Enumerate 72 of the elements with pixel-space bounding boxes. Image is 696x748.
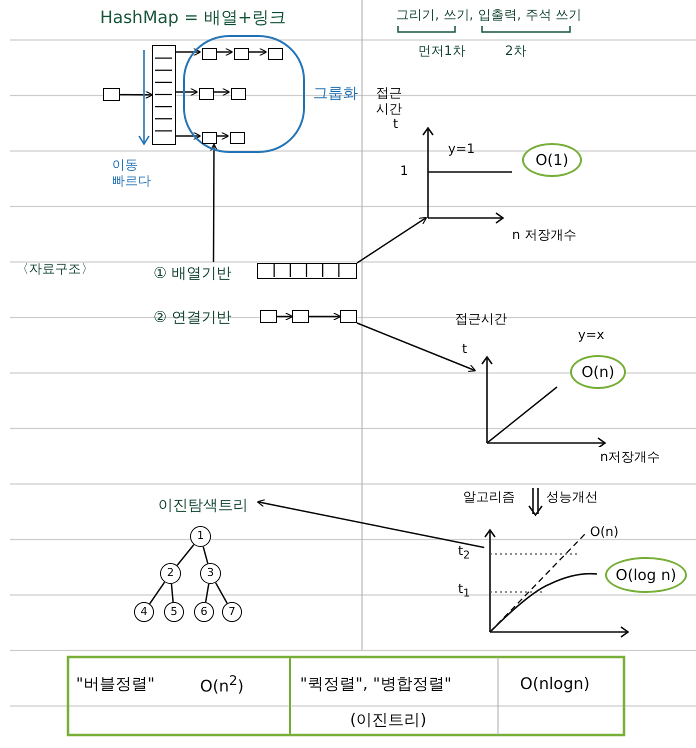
speed-note: 이동 빠르다 — [112, 158, 152, 190]
connector-line — [149, 582, 166, 604]
brace-label: 2차 — [505, 44, 526, 60]
square-box — [268, 48, 283, 60]
arrow — [215, 132, 230, 140]
tree-heading: 이진탐색트리 — [148, 494, 258, 516]
section-heading: 성능개선 — [546, 490, 598, 506]
tree-node: 4 — [134, 602, 154, 622]
square-box — [234, 48, 249, 60]
title: HashMap = 배열+링크 — [100, 8, 286, 28]
complexity-ellipse: O(1) — [522, 143, 582, 177]
arrow — [277, 312, 294, 321]
arrow — [215, 48, 234, 56]
curve-label: O(n) — [590, 525, 619, 541]
connector-line — [202, 546, 208, 564]
tree-node: 1 — [190, 526, 211, 547]
tree-node: 5 — [164, 602, 184, 622]
arrow — [176, 132, 202, 140]
arrow — [176, 88, 198, 96]
arrow — [356, 216, 428, 264]
arrow — [309, 312, 342, 321]
group-label: 그룹화 — [313, 84, 358, 102]
complexity-label: O(n$^{2}$) — [200, 674, 244, 696]
square-box — [260, 310, 277, 323]
arrow — [247, 48, 268, 56]
sort-algorithm-label: "퀵정렬", "병합정렬" — [300, 674, 452, 694]
arrow — [256, 499, 484, 548]
data-structure-item: ① 배열기반 — [140, 262, 245, 284]
array-drawing — [257, 263, 357, 279]
square-box — [292, 310, 309, 323]
tree-node: 6 — [194, 602, 214, 622]
square-box — [340, 310, 357, 323]
data-structure-item: ② 연결기반 — [140, 306, 245, 328]
tree-node: 7 — [222, 602, 242, 622]
complexity-label: O(nlogn) — [520, 674, 590, 694]
tick-label: t$_{2}$ — [458, 544, 470, 562]
complexity-ellipse: O(n) — [570, 355, 626, 389]
bucket-array-drawing — [152, 45, 176, 145]
complexity-ellipse: O(log n) — [605, 557, 687, 593]
connector-line — [204, 584, 210, 602]
axis-label: t — [462, 342, 468, 358]
axis-label: t — [393, 117, 398, 133]
tree-node: 3 — [200, 563, 221, 584]
arrow — [212, 88, 230, 96]
key-square — [103, 88, 120, 101]
arrow — [120, 90, 154, 99]
axis-label: n저장개수 — [600, 450, 660, 466]
arrow — [356, 322, 476, 372]
connector-line — [214, 582, 228, 604]
section-heading: 〈자료구조〉 — [16, 262, 94, 278]
square-box — [202, 48, 217, 60]
axis-label: 접근시간 — [455, 312, 507, 328]
curve-label: y=x — [578, 328, 604, 344]
arrow — [176, 48, 202, 56]
category-text: 그리기, 쓰기, — [396, 8, 474, 24]
curve-label: y=1 — [448, 142, 475, 158]
square-box — [230, 132, 245, 144]
connector-line — [176, 544, 194, 566]
tick-label: 1 — [400, 164, 408, 180]
connector-line — [170, 584, 174, 602]
category-text: 입출력, 주석 쓰기 — [478, 8, 582, 24]
tree-node: 2 — [160, 563, 181, 584]
section-heading: 알고리즘 — [463, 490, 515, 506]
square-box — [231, 88, 246, 100]
sort-algorithm-label: "버블정렬" — [76, 674, 155, 694]
square-box — [199, 88, 214, 100]
note-text: (이진트리) — [350, 710, 426, 730]
square-box — [202, 132, 217, 144]
brace-label: 먼저1차 — [418, 44, 466, 60]
tick-label: t$_{1}$ — [458, 582, 470, 600]
arrow — [210, 143, 218, 262]
axis-label: n 저장개수 — [512, 228, 576, 244]
